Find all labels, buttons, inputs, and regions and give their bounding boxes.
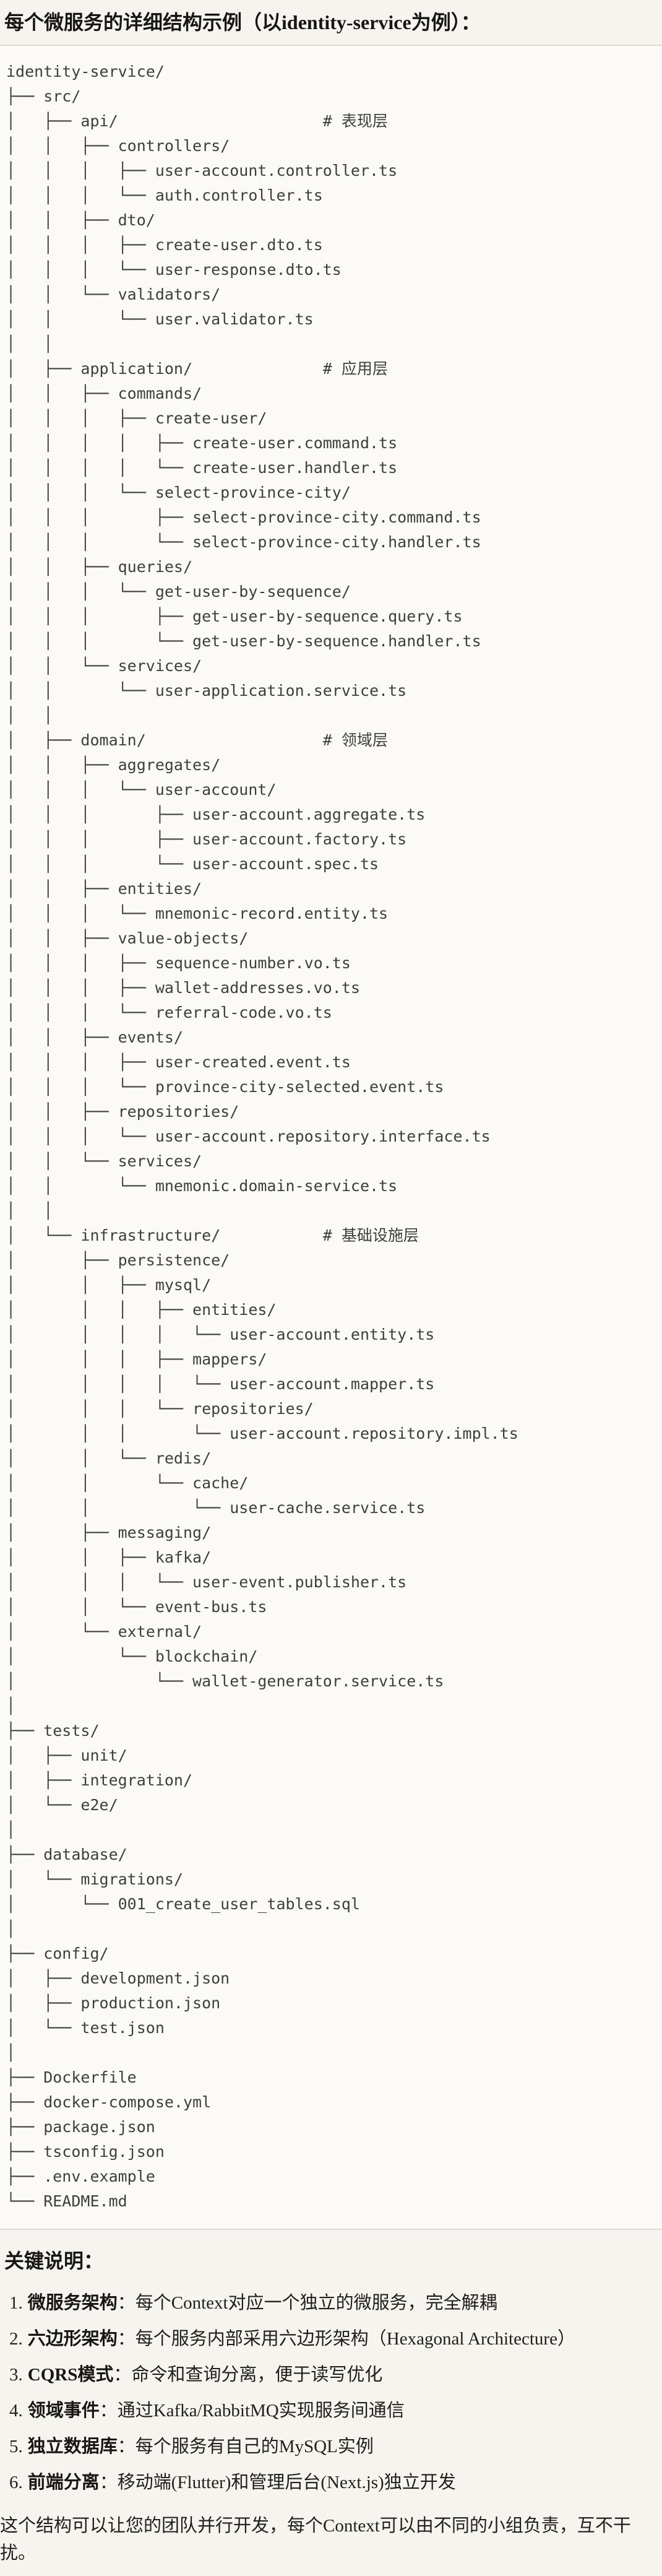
note-number: 6. [9, 2473, 23, 2492]
note-label: 六边形架构 [27, 2329, 118, 2349]
note-label: 领域事件 [27, 2401, 100, 2421]
note-text: ：每个服务内部采用六边形架构（Hexagonal Architecture） [117, 2329, 575, 2349]
note-text: ：每个Context对应一个独立的微服务，完全解耦 [117, 2293, 497, 2313]
directory-tree: identity-service/ ├── src/ │ ├── api/ # … [6, 63, 518, 2210]
note-number: 3. [9, 2365, 23, 2385]
note-label: 前端分离 [27, 2473, 100, 2492]
page-title: 每个微服务的详细结构示例（以identity-service为例）： [4, 11, 481, 33]
note-item-database: 5.独立数据库：每个服务有自己的MySQL实例 [9, 2433, 657, 2460]
directory-tree-code-block: identity-service/ ├── src/ │ ├── api/ # … [0, 45, 662, 2230]
note-number: 4. [9, 2401, 23, 2421]
note-text: ：命令和查询分离，便于读写优化 [113, 2365, 383, 2385]
note-label: CQRS模式 [27, 2365, 114, 2385]
note-item-domain-events: 4.领域事件：通过Kafka/RabbitMQ实现服务间通信 [9, 2397, 657, 2424]
note-item-cqrs: 3.CQRS模式：命令和查询分离，便于读写优化 [9, 2361, 657, 2388]
note-text: ：通过Kafka/RabbitMQ实现服务间通信 [99, 2401, 405, 2421]
closing-paragraph: 这个结构可以让您的团队并行开发，每个Context可以由不同的小组负责，互不干扰… [0, 2516, 631, 2563]
notes-heading: 关键说明： [4, 2250, 104, 2272]
note-text: ：每个服务有自己的MySQL实例 [117, 2437, 374, 2457]
note-item-frontend: 6.前端分离：移动端(Flutter)和管理后台(Next.js)独立开发 [9, 2469, 657, 2496]
note-text: ：移动端(Flutter)和管理后台(Next.js)独立开发 [99, 2473, 456, 2492]
note-list: 1.微服务架构：每个Context对应一个独立的微服务，完全解耦 2.六边形架构… [4, 2289, 657, 2496]
note-number: 2. [9, 2329, 23, 2349]
key-notes-section: 关键说明： 1.微服务架构：每个Context对应一个独立的微服务，完全解耦 2… [0, 2230, 662, 2576]
note-number: 1. [9, 2293, 23, 2313]
note-label: 微服务架构 [27, 2293, 118, 2313]
note-number: 5. [9, 2437, 23, 2457]
note-label: 独立数据库 [27, 2437, 118, 2457]
note-item-microservices: 1.微服务架构：每个Context对应一个独立的微服务，完全解耦 [9, 2289, 657, 2317]
note-item-hexagonal: 2.六边形架构：每个服务内部采用六边形架构（Hexagonal Architec… [9, 2325, 657, 2353]
